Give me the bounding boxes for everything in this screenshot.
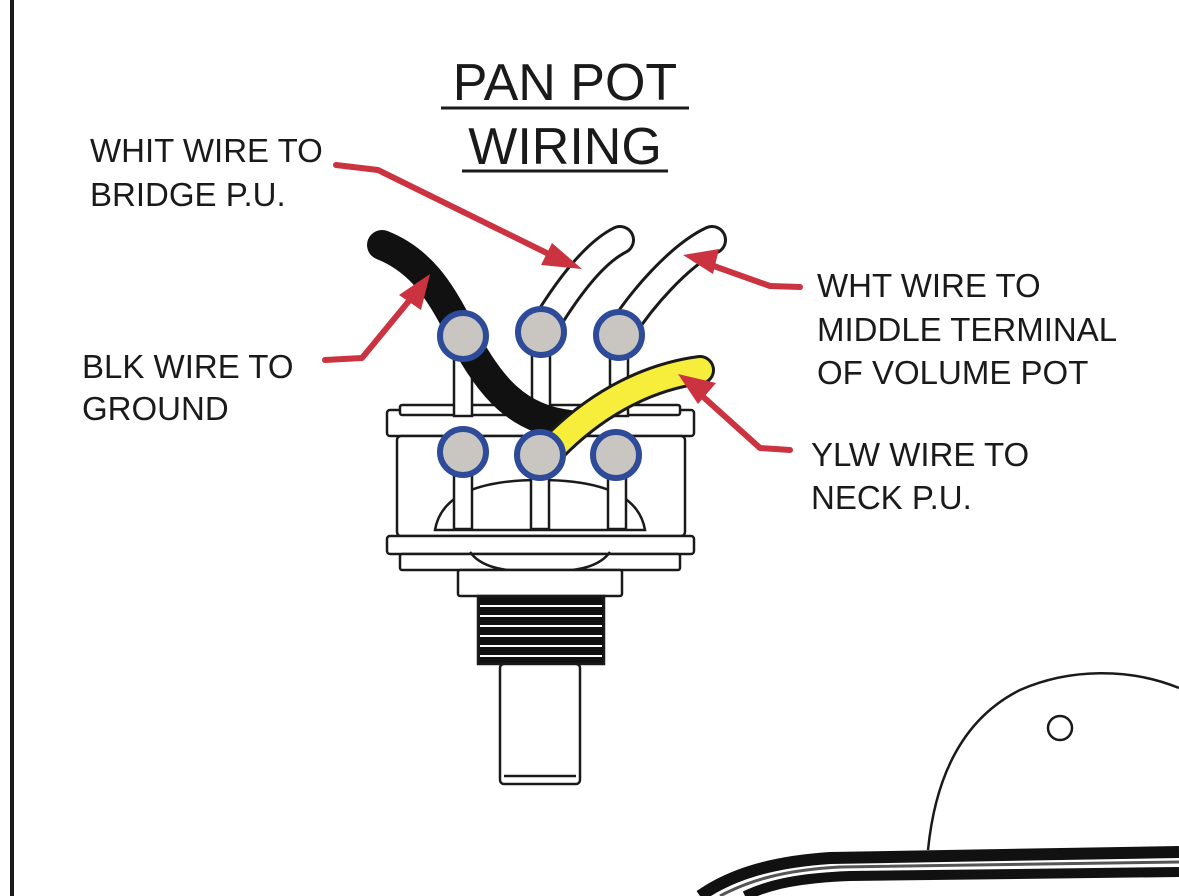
callout-arrows [322, 162, 803, 453]
pot-bottom-flange [385, 534, 696, 556]
terminal-bottom-right [590, 429, 642, 481]
label-neck-line-2: NECK P.U. [811, 479, 972, 516]
terminals [437, 306, 645, 481]
arrowhead-neck [678, 374, 716, 404]
label-ground-line-1: BLK WIRE TO [82, 348, 294, 385]
terminal-top-left [437, 310, 489, 362]
title-line-2: WIRING [468, 118, 662, 176]
arrow-neck [687, 382, 793, 453]
arrow-bridge [333, 162, 568, 265]
terminal-top-middle [515, 306, 567, 358]
arrowhead-ground [399, 274, 430, 310]
label-ground-line-2: GROUND [82, 390, 229, 427]
label-volume-line-1: WHT WIRE TO [817, 267, 1041, 304]
arrowhead-volume [683, 249, 719, 274]
arrow-volume [694, 257, 803, 290]
yellow-wire-neck [538, 355, 715, 463]
terminal-bottom-middle [514, 429, 566, 481]
arrowhead-bridge [541, 243, 582, 269]
label-volume-line-2: MIDDLE TERMINAL [817, 311, 1117, 348]
arrow-ground [322, 287, 421, 363]
label-bridge-line-1: WHIT WIRE TO [90, 132, 323, 169]
terminal-bottom-left [437, 426, 489, 478]
mounting-hole [1046, 714, 1074, 742]
body-edge-binding [719, 860, 1179, 896]
pot-mount [456, 568, 624, 598]
body-edge-outer [696, 846, 1179, 896]
guitar-body-partial [696, 672, 1179, 896]
title-line-1: PAN POT [453, 54, 677, 112]
label-neck-line-1: YLW WIRE TO [811, 436, 1029, 473]
pot-shaft [498, 662, 582, 786]
terminal-top-right [593, 309, 645, 361]
pot-base-plate [398, 552, 682, 572]
label-volume-line-3: OF VOLUME POT [817, 354, 1088, 391]
body-edge-inner [742, 867, 1179, 896]
pickguard-edge [926, 672, 1179, 851]
arrow-heads [399, 243, 719, 404]
label-bridge-line-2: BRIDGE P.U. [90, 176, 286, 213]
